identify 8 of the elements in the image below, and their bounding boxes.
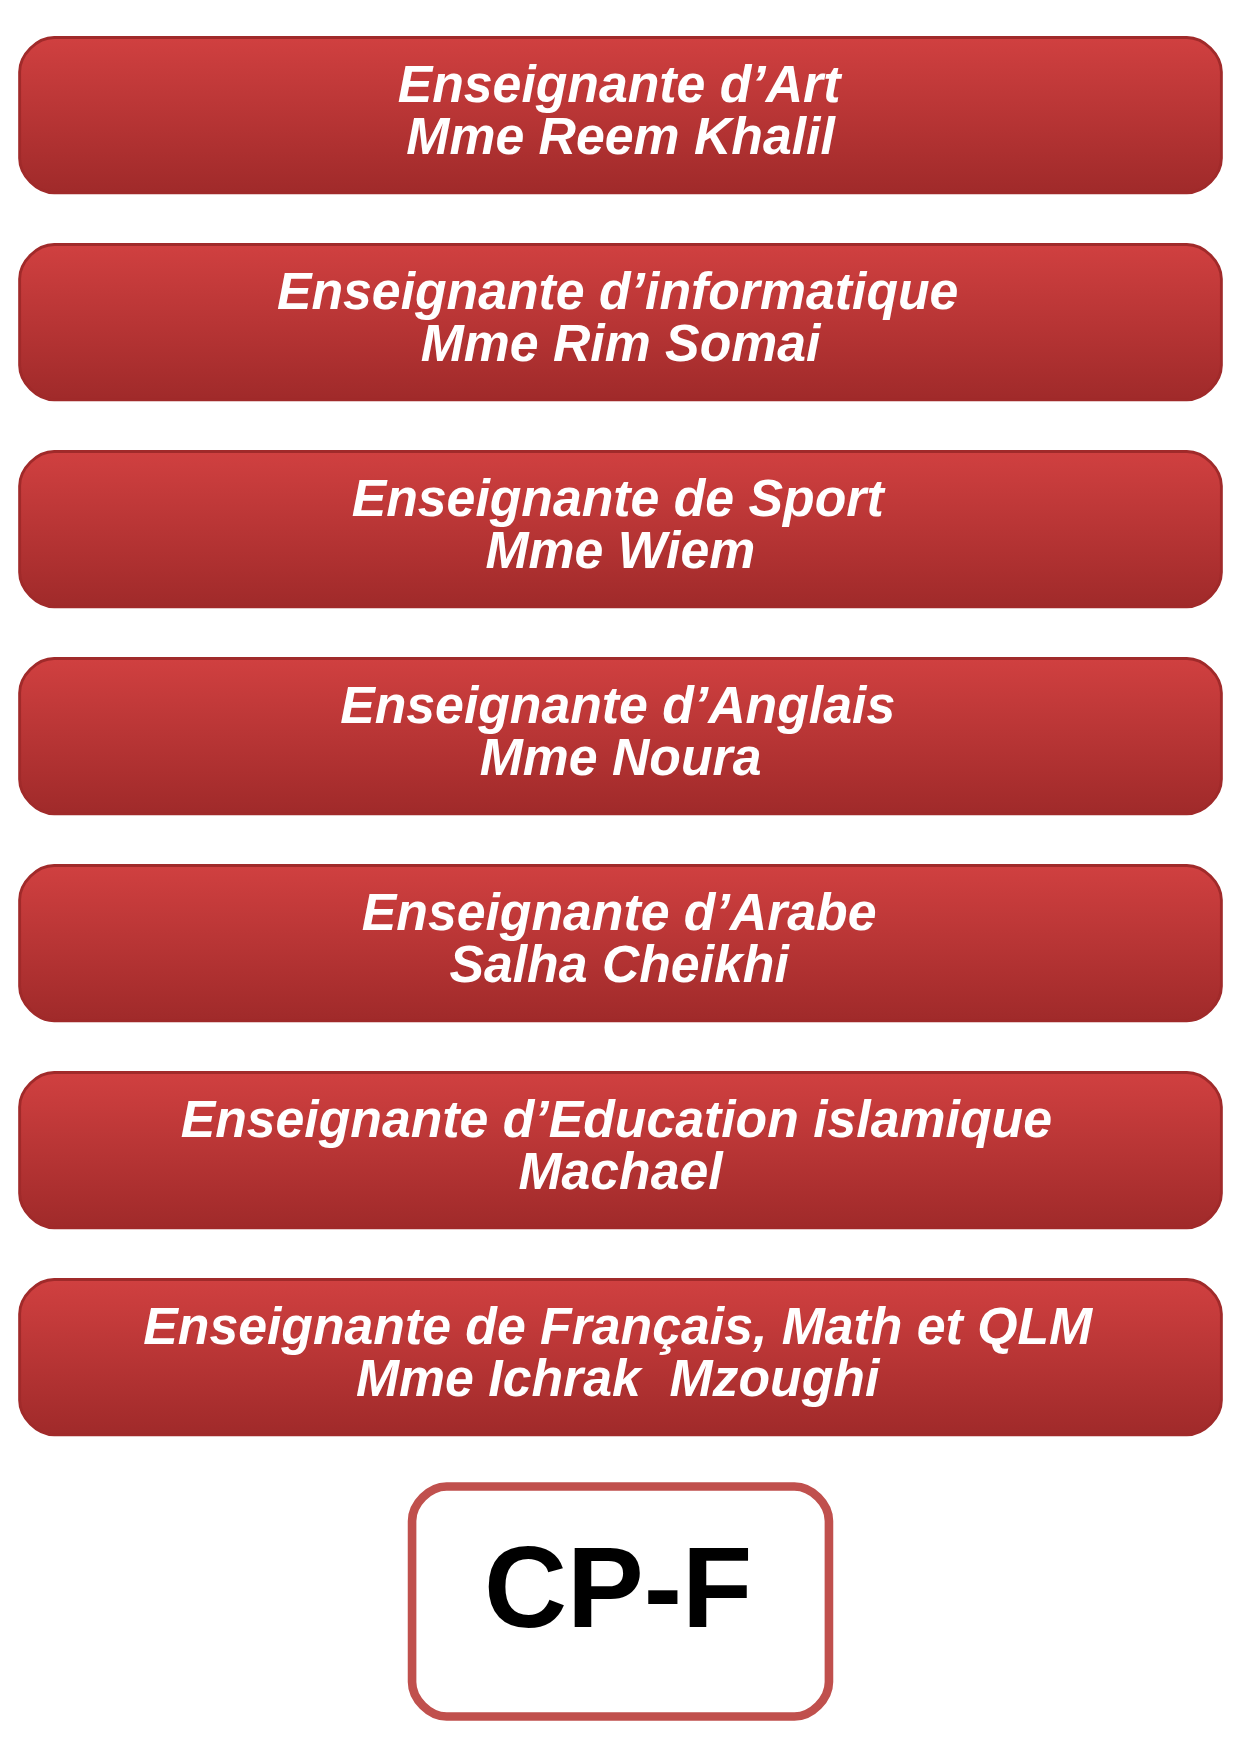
- node-box: Enseignante d’informatique Mme Rim Somai: [18, 243, 1223, 402]
- node-box: CP-F: [407, 1482, 834, 1721]
- node-box: Enseignante d’Education islamique Machael: [18, 1071, 1223, 1230]
- node-box: Enseignante de Sport Mme Wiem: [18, 450, 1223, 609]
- node-box: Enseignante d’Arabe Salha Cheikhi: [18, 864, 1223, 1023]
- node-box: Enseignante de Français, Math et QLM Mme Ichrak Mzoughi: [18, 1278, 1223, 1437]
- node-box: Enseignante d’Anglais Mme Noura: [18, 657, 1223, 816]
- node-box: Enseignante d’Art Mme Reem Khalil: [18, 36, 1223, 195]
